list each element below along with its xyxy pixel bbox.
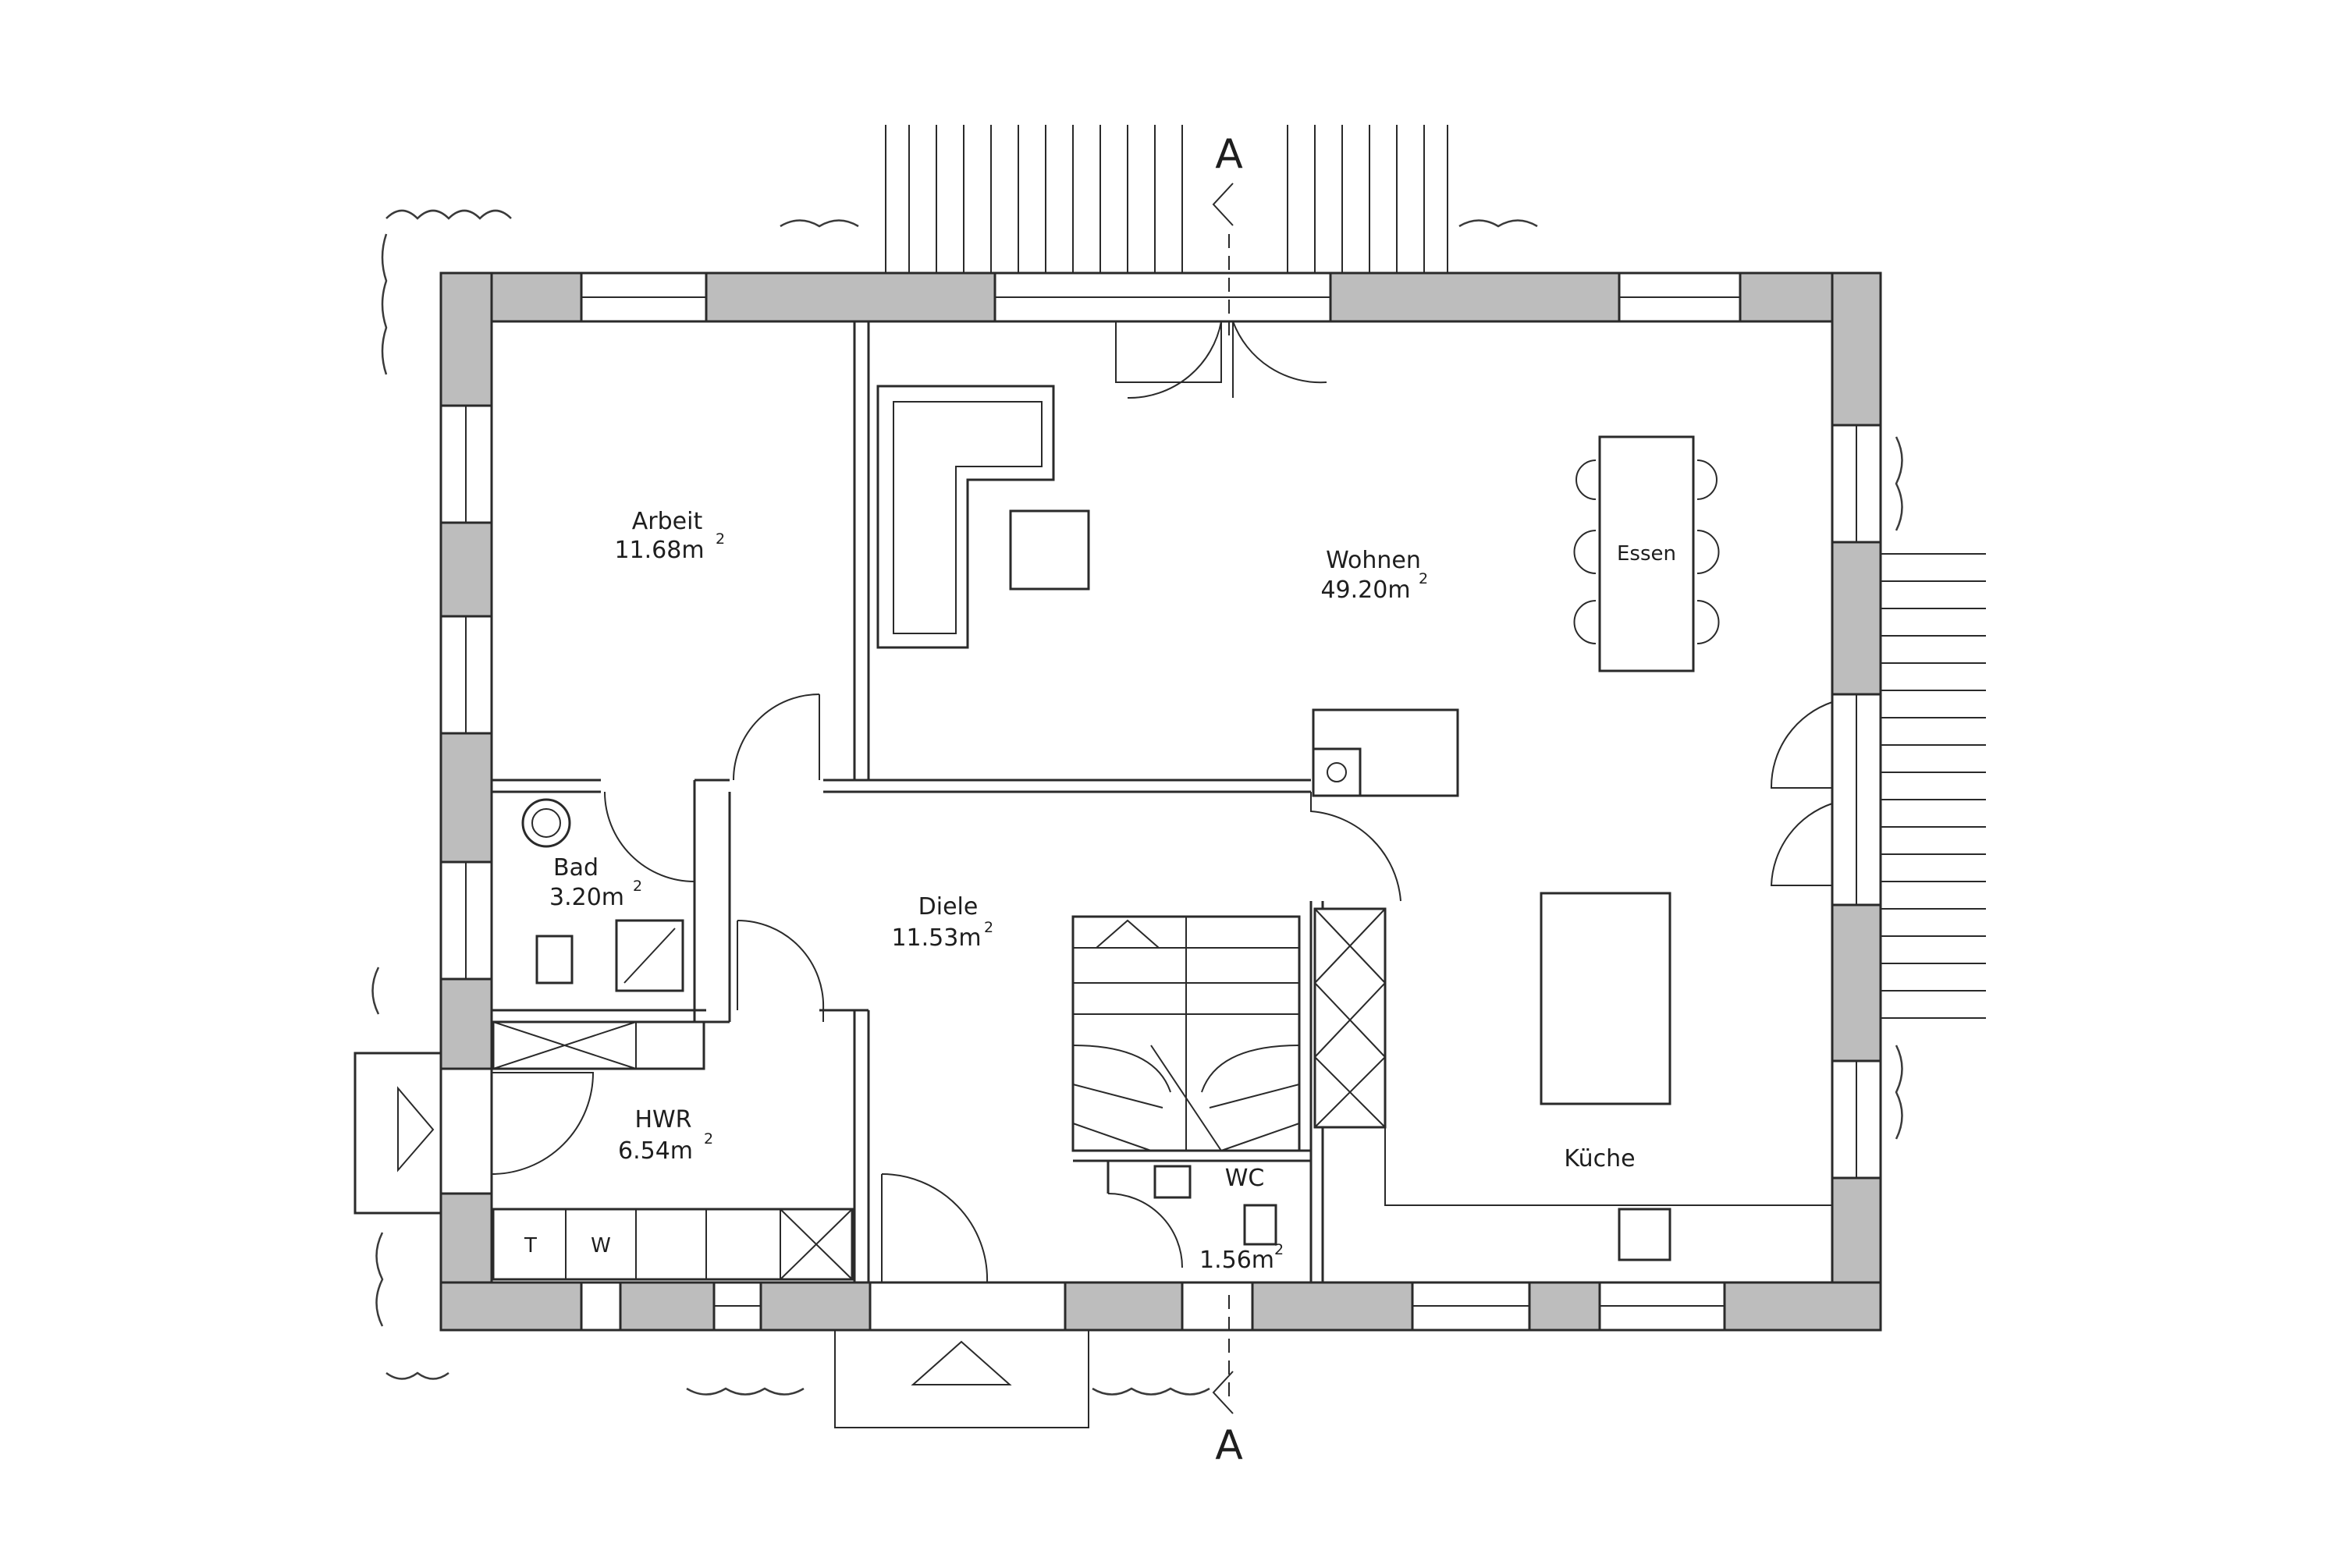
sink	[521, 798, 571, 848]
room-bad-area: 3.20m	[549, 884, 624, 911]
room-diele-sup: 2	[984, 919, 993, 936]
kitchen-island	[1540, 892, 1671, 1105]
room-bad-sup: 2	[633, 878, 642, 895]
room-wohnen-name: Wohnen	[1326, 547, 1421, 574]
room-wohnen-sup: 2	[1419, 570, 1428, 587]
room-hwr-name: HWR	[634, 1106, 691, 1133]
section-marker-bottom: A	[1215, 1422, 1243, 1469]
toilet	[535, 935, 574, 984]
exterior-walls	[439, 271, 1882, 1332]
room-labels: Arbeit 11.68m 2 Wohnen 49.20m 2 Essen Ba…	[524, 508, 1676, 1274]
dryer-label: T	[524, 1234, 537, 1258]
dining-table	[1598, 435, 1695, 672]
room-hwr-sup: 2	[704, 1130, 713, 1148]
furniture	[353, 385, 1832, 1281]
room-wc-name: WC	[1225, 1165, 1265, 1192]
room-diele-area: 11.53m	[891, 924, 981, 952]
room-arbeit-sup: 2	[716, 530, 725, 548]
room-essen-name: Essen	[1617, 542, 1676, 566]
exterior-decks	[834, 125, 1986, 1428]
section-marker-top: A	[1215, 131, 1243, 178]
washer-label: W	[591, 1234, 611, 1258]
room-arbeit-area: 11.68m	[614, 537, 704, 564]
doors	[491, 321, 1833, 1283]
room-bad-name: Bad	[553, 854, 599, 882]
room-wohnen-area: 49.20m	[1320, 576, 1410, 604]
room-diele-name: Diele	[918, 893, 979, 921]
room-wc-sup: 2	[1274, 1241, 1284, 1258]
room-kueche-name: Küche	[1564, 1145, 1635, 1172]
room-arbeit-name: Arbeit	[632, 508, 703, 535]
room-wc-area: 1.56m	[1199, 1247, 1274, 1274]
shrubs	[371, 209, 1903, 1396]
section-line: A A	[1212, 131, 1243, 1469]
room-hwr-area: 6.54m	[618, 1137, 693, 1165]
